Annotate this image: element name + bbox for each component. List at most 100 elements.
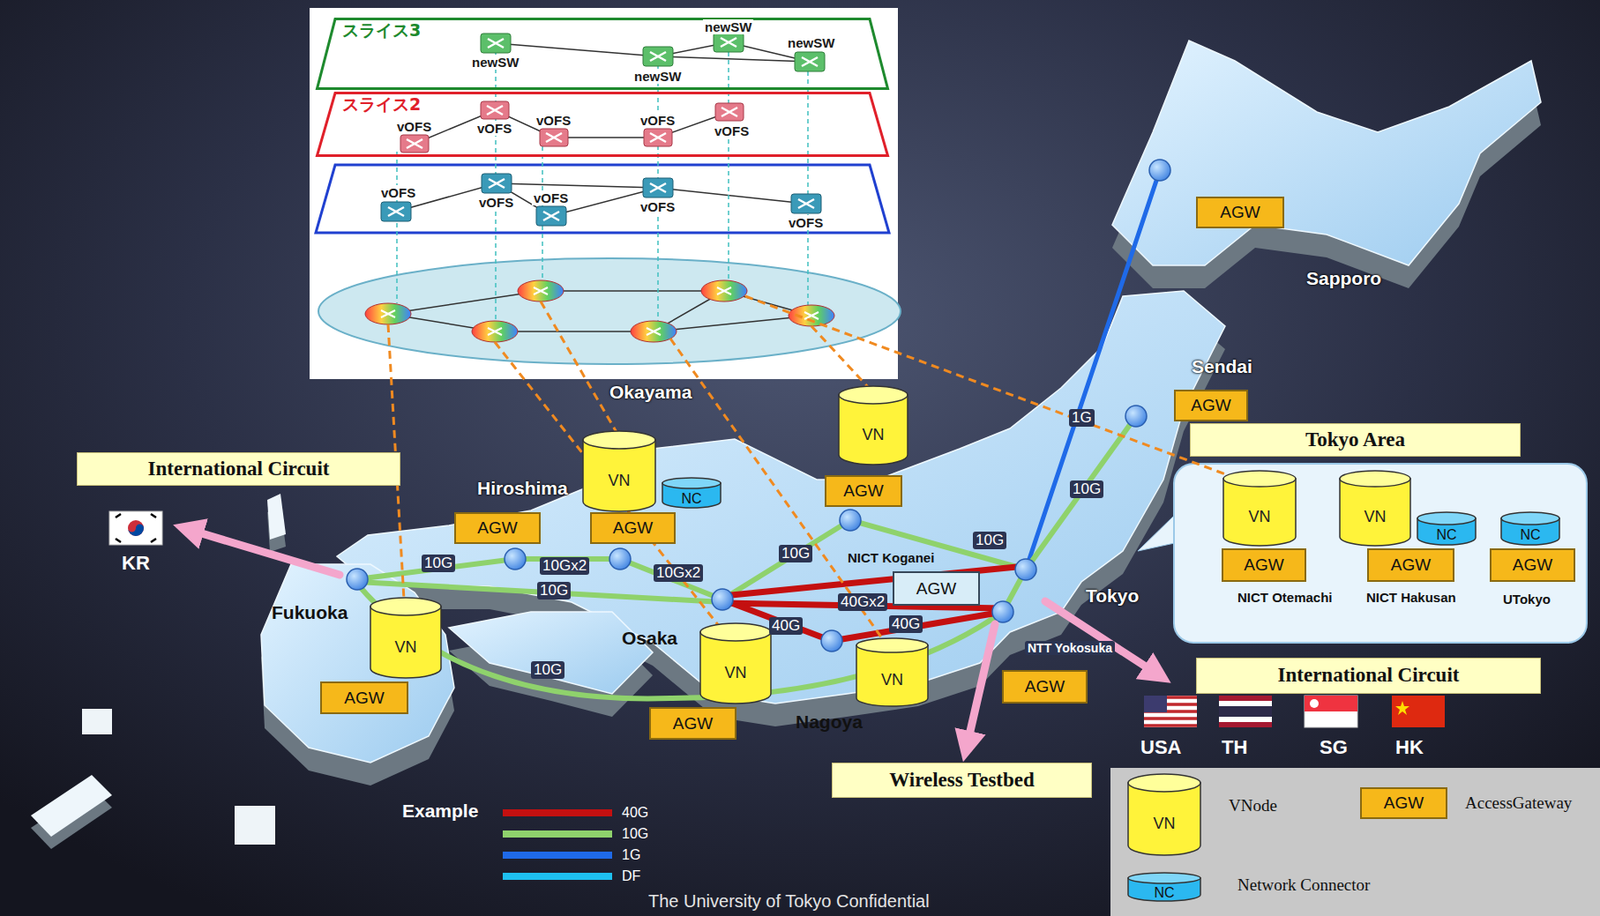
map-label: Tokyo xyxy=(1085,585,1139,607)
flag-field xyxy=(1218,695,1272,728)
node-label: NC xyxy=(680,491,702,508)
map-label: Hiroshima xyxy=(477,478,569,500)
callout-box: International Circuit xyxy=(1196,657,1541,695)
map-label: vOFS xyxy=(638,199,677,215)
node-label: AGW xyxy=(916,579,957,599)
node-outline xyxy=(1127,773,1202,856)
node-label: VN xyxy=(881,671,904,690)
node-label: AGW xyxy=(1383,793,1424,814)
map-label: Fukuoka xyxy=(271,602,348,624)
node-label: NC xyxy=(1519,527,1541,544)
cylinder-top xyxy=(1417,512,1476,525)
switch-icon xyxy=(791,194,822,214)
node-label: VN xyxy=(394,638,417,658)
slice-title: スライス2 xyxy=(342,93,421,117)
flag-usa xyxy=(1143,695,1197,728)
map-label: vOFS xyxy=(534,112,573,128)
link-10g xyxy=(1025,416,1137,570)
map-label: 10G xyxy=(1069,480,1104,499)
map-label: UTokyo xyxy=(1502,591,1551,607)
node-label: VN xyxy=(607,471,630,491)
map-label: vOFS xyxy=(531,190,570,206)
mapping-line xyxy=(540,301,618,434)
slice-to-vnode-lines xyxy=(388,296,1231,639)
router-icon xyxy=(471,321,518,343)
legend-line xyxy=(502,852,613,860)
switch-icon xyxy=(400,134,429,153)
node-label: Tokyo Area xyxy=(1305,428,1406,452)
mapping-line xyxy=(745,296,1231,477)
node-outline xyxy=(369,597,442,679)
map-label: vOFS xyxy=(786,215,825,231)
network-connector-cylinder: NC xyxy=(661,477,722,509)
map-label: 1G xyxy=(1069,409,1095,427)
flag-kr xyxy=(109,511,163,546)
map-label: Example xyxy=(402,800,479,823)
switch-icon xyxy=(642,178,673,198)
legend-text: Network Connector xyxy=(1237,875,1370,896)
access-gateway-box: AGW xyxy=(1196,196,1285,229)
legend-line xyxy=(502,873,613,881)
node-label: VN xyxy=(1152,814,1175,834)
legend-panel xyxy=(1110,768,1600,916)
legend-text: 40G xyxy=(621,805,649,822)
testbed-arrow xyxy=(968,624,995,740)
cylinder-top xyxy=(1223,471,1296,487)
cylinder-top xyxy=(1339,471,1411,487)
flag-emblem xyxy=(127,524,144,538)
map-label: 40G xyxy=(769,617,803,636)
node-label: VN xyxy=(724,664,747,683)
cylinder-body xyxy=(700,632,771,704)
slice-plane-blue xyxy=(315,164,890,233)
cylinder-body xyxy=(838,395,908,465)
switch-icon xyxy=(642,46,673,67)
map-label: USA xyxy=(1140,736,1182,760)
cylinder-body xyxy=(1339,478,1411,546)
flag-bars xyxy=(115,514,157,543)
slice-link xyxy=(396,183,807,217)
mapping-line xyxy=(811,326,869,389)
cylinder-body xyxy=(370,606,442,679)
vnode-cylinder: VN xyxy=(582,430,657,512)
vnode-cylinder: VN xyxy=(855,637,929,707)
callout-box: Tokyo Area xyxy=(1189,423,1521,457)
island-top xyxy=(30,775,113,838)
vnode-cylinder: VN xyxy=(1338,470,1412,546)
router-icon xyxy=(365,303,412,325)
cylinder-top xyxy=(662,478,721,489)
node-label: AGW xyxy=(1243,555,1284,576)
vnode-cylinder: VN xyxy=(837,385,909,465)
legend-text: VNode xyxy=(1228,796,1278,816)
map-label: newSW xyxy=(702,19,754,35)
flag-field xyxy=(1304,695,1358,728)
vnode-cylinder: VN xyxy=(1222,470,1297,546)
map-label: Okayama xyxy=(609,381,692,404)
link-1g xyxy=(1025,170,1160,570)
switch-icon xyxy=(715,103,744,121)
node-label: AGW xyxy=(1219,202,1260,223)
slice-link xyxy=(414,110,730,144)
map-label: newSW xyxy=(632,68,683,84)
router-icon xyxy=(630,321,677,343)
flag-stripe xyxy=(1218,706,1272,718)
cylinder-top xyxy=(583,431,656,449)
access-gateway-box: AGW xyxy=(1360,787,1448,820)
access-gateway-box: AGW xyxy=(649,707,737,741)
node-label: AGW xyxy=(672,714,713,734)
legend-text: DF xyxy=(621,868,641,885)
node-label: AGW xyxy=(1024,677,1065,697)
map-label: KR xyxy=(121,552,150,576)
flag-field xyxy=(109,511,163,546)
access-gateway-box: AGW xyxy=(1173,389,1249,422)
flag-hk xyxy=(1391,695,1445,728)
flag-emblem xyxy=(1309,699,1319,709)
switch-icon xyxy=(480,33,511,53)
node-label: AGW xyxy=(1512,555,1553,576)
switch-icon xyxy=(480,101,509,120)
international-arrow xyxy=(195,531,340,576)
cylinder-top xyxy=(370,598,442,616)
node-outline xyxy=(699,622,772,704)
slice-plane: スライス3 xyxy=(315,17,890,90)
network-point xyxy=(346,568,368,591)
